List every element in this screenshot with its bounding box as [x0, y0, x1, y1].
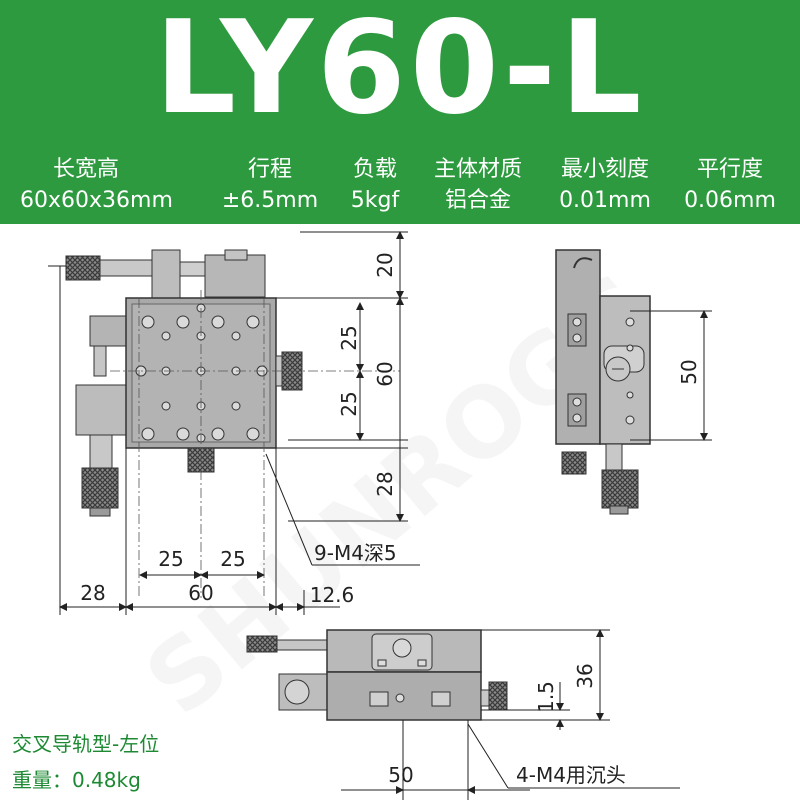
spec-value: 0.01mm: [559, 188, 651, 213]
spec-value: ±6.5mm: [221, 188, 319, 213]
micrometer-spindle-top: [179, 261, 206, 277]
spec-scale: 最小刻度 0.01mm: [545, 154, 665, 216]
spec-parallelism: 平行度 0.06mm: [672, 154, 788, 216]
spec-size: 长宽高 60x60x36mm: [20, 154, 173, 216]
dim-60-horizontal: 60: [188, 581, 213, 605]
spec-label: 主体材质: [433, 157, 522, 182]
front-micrometer-thimble: [246, 635, 278, 653]
top-view: [65, 249, 400, 598]
micrometer-thimble-top: [65, 255, 101, 281]
dim-side-50: 50: [677, 359, 701, 384]
front-dimensions: [341, 629, 680, 800]
spec-material: 主体材质 铝合金: [418, 154, 538, 216]
micrometer-cap-left: [89, 507, 111, 517]
spec-label: 负载: [352, 157, 397, 182]
spec-label: 长宽高: [52, 157, 119, 182]
micrometer-barrel-left: [89, 434, 113, 471]
side-lock-knob: [561, 451, 587, 475]
front-view: [246, 629, 508, 721]
dim-12-6: 12.6: [310, 583, 355, 607]
spec-value: 0.06mm: [684, 188, 776, 213]
dim-bottom-50: 50: [388, 763, 413, 787]
lock-screw: [93, 345, 107, 377]
holes-callout: 9-M4深5: [314, 541, 397, 565]
model-title: LY60-L: [154, 0, 646, 143]
micrometer-mount-top: [204, 254, 266, 298]
weight-note: 重量：0.48kg: [12, 768, 141, 792]
dim-28-horizontal: 28: [80, 581, 105, 605]
micrometer-housing-top: [151, 249, 181, 299]
technical-drawing: SHUNROGG: [48, 231, 712, 800]
spec-value: 60x60x36mm: [20, 188, 173, 213]
dim-28-vertical: 28: [373, 471, 397, 496]
dim-25-left: 25: [158, 547, 183, 571]
micrometer-thimble-left: [81, 467, 119, 509]
dim-36: 36: [573, 663, 597, 688]
spec-label: 行程: [247, 157, 292, 182]
micrometer-barrel-top: [99, 259, 156, 277]
side-dimensions: [630, 310, 712, 441]
micrometer-clamp-top: [224, 249, 248, 261]
dim-25-lower: 25: [337, 391, 361, 416]
counterbore-callout: 4-M4用沉头: [516, 763, 626, 787]
title-banner: LY60-L 长宽高 60x60x36mm 行程 ±6.5mm 负载 5kgf …: [0, 0, 800, 224]
side-block: [89, 315, 127, 347]
micrometer-housing-left: [75, 384, 127, 436]
dim-25-upper: 25: [337, 325, 361, 350]
spec-label: 平行度: [696, 157, 763, 182]
dim-1-5: 1.5: [534, 681, 558, 713]
dim-20: 20: [373, 252, 397, 277]
top-dimensions: [48, 231, 420, 615]
spec-value: 铝合金: [444, 188, 511, 213]
rail-type-note: 交叉导轨型-左位: [12, 732, 160, 756]
spec-label: 最小刻度: [560, 157, 649, 182]
side-view: [555, 249, 651, 515]
dim-60-vertical: 60: [373, 361, 397, 386]
dim-25-right: 25: [220, 547, 245, 571]
front-lock-knob: [488, 681, 508, 711]
spec-value: 5kgf: [350, 188, 400, 213]
spec-travel: 行程 ±6.5mm: [210, 154, 330, 216]
spec-load: 负载 5kgf: [335, 154, 415, 216]
side-micrometer-thimble: [601, 469, 639, 509]
